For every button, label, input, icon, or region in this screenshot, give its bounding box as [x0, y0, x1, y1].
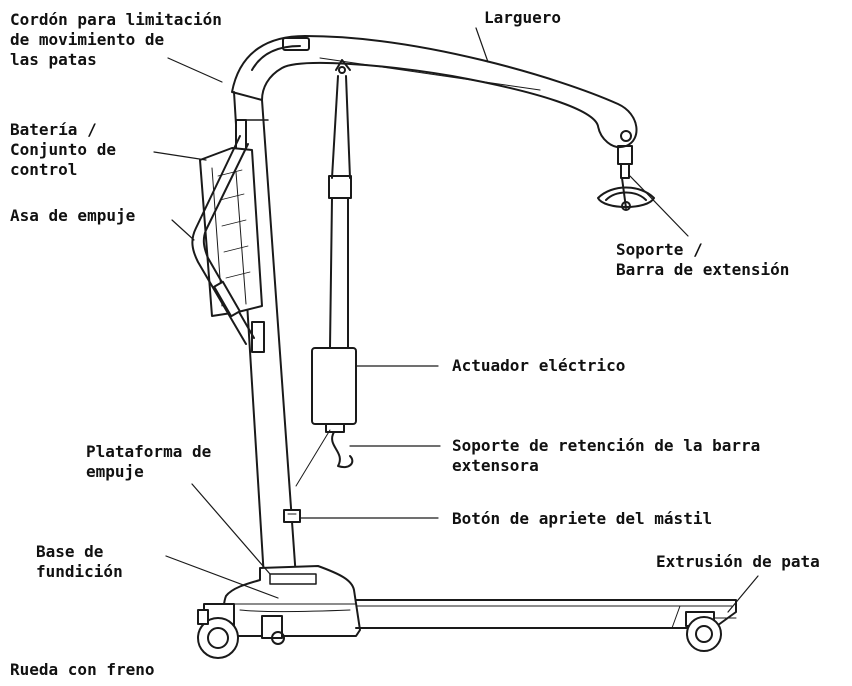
- label-base: Base de fundición: [36, 542, 123, 581]
- base-casting: [222, 565, 361, 637]
- label-push-handle: Asa de empuje: [10, 206, 136, 225]
- rear-caster: [197, 603, 285, 659]
- leader-platform: [191, 483, 271, 575]
- leader-push-handle: [171, 219, 195, 241]
- label-platform: Plataforma de empuje: [86, 442, 212, 481]
- front-caster: [685, 611, 722, 652]
- mast: [233, 91, 301, 579]
- leg-extrusion: [355, 599, 737, 629]
- leader-lines: [153, 27, 759, 613]
- boom: [231, 35, 638, 149]
- leader-battery: [153, 151, 207, 161]
- label-boom: Larguero: [484, 8, 562, 27]
- hanger-bar: [597, 145, 655, 211]
- label-battery: Batería / Conjunto de control: [10, 120, 116, 179]
- battery-box: [199, 147, 263, 317]
- push-handle: [191, 135, 255, 345]
- label-caster: Rueda con freno: [10, 660, 155, 679]
- leader-hanger: [629, 175, 689, 237]
- leader-boom: [475, 27, 489, 63]
- label-bracket: Soporte de retención de la barra extenso…: [452, 436, 761, 475]
- leader-base: [165, 555, 279, 599]
- leader-cord: [167, 57, 223, 83]
- label-cord: Cordón para limitación de movimiento de …: [10, 10, 222, 69]
- leader-leg: [727, 575, 759, 613]
- label-hanger: Soporte / Barra de extensión: [616, 240, 790, 279]
- label-mast-button: Botón de apriete del mástil: [452, 509, 713, 528]
- actuator: [295, 59, 357, 487]
- label-actuator: Actuador eléctrico: [452, 356, 626, 375]
- label-leg: Extrusión de pata: [656, 552, 820, 571]
